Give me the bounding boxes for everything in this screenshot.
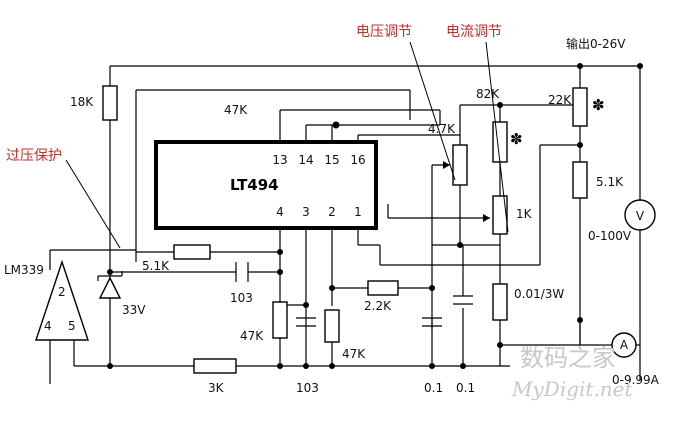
ic-pin-3: 3 bbox=[302, 205, 310, 219]
resistor-47k-top: 47K bbox=[224, 103, 248, 117]
lm339-comparator: 2 4 5 LM339 bbox=[4, 259, 89, 341]
pot-4-7k-wiper-icon bbox=[443, 161, 450, 169]
comparator-pin-5: 5 bbox=[68, 319, 76, 333]
voltage-adjust-label: 电压调节 bbox=[356, 24, 412, 40]
asterisk-22k-icon: ✽ bbox=[592, 96, 605, 114]
ic-pin-4: 4 bbox=[276, 205, 284, 219]
ic-pin-16: 16 bbox=[350, 153, 365, 167]
pot-1k-wiper-icon bbox=[483, 214, 490, 222]
ic-pin-1: 1 bbox=[354, 205, 362, 219]
annotation-overvoltage: 过压保护 bbox=[6, 148, 121, 249]
resistor-5-1k-right: 5.1K bbox=[572, 161, 624, 199]
watermark-line-2: MyDigit.net bbox=[511, 377, 634, 401]
comparator-label: LM339 bbox=[4, 263, 44, 277]
capacitor-0-1-b-label: 0.1 bbox=[456, 381, 475, 395]
voltmeter-range-label: 0-100V bbox=[588, 229, 632, 243]
annotation-current-adjust: 电流调节 bbox=[446, 24, 509, 233]
ic-name: LT494 bbox=[230, 176, 279, 194]
shunt-label: 0.01/3W bbox=[514, 287, 564, 301]
resistor-18k: 18K bbox=[70, 85, 118, 121]
resistor-47k-bottom-right: 47K bbox=[324, 309, 366, 361]
capacitor-0-1-a: 0.1 bbox=[422, 317, 443, 395]
ammeter-symbol: A bbox=[620, 338, 629, 352]
ammeter-range-label: 0-9.99A bbox=[612, 373, 660, 387]
resistor-5-1k-left: 5.1K bbox=[142, 244, 211, 273]
voltmeter: V 0-100V bbox=[588, 199, 656, 243]
ammeter: A 0-9.99A bbox=[611, 332, 660, 387]
resistor-22k: 22K ✽ bbox=[548, 87, 605, 127]
resistor-47k-top-label: 47K bbox=[224, 103, 248, 117]
asterisk-82k-icon: ✽ bbox=[510, 130, 523, 148]
resistor-5-1k-left-label: 5.1K bbox=[142, 259, 170, 273]
resistor-3k: 3K bbox=[193, 358, 237, 395]
current-adjust-label: 电流调节 bbox=[446, 24, 502, 40]
resistor-18k-label: 18K bbox=[70, 95, 94, 109]
annotation-voltage-adjust: 电压调节 bbox=[356, 24, 456, 181]
output-label: 输出0-26V bbox=[566, 36, 626, 51]
capacitor-0-1-b: 0.1 bbox=[453, 295, 475, 395]
junction-dots bbox=[107, 63, 643, 369]
pot-1k-label: 1K bbox=[516, 207, 533, 221]
comparator-pin-2: 2 bbox=[58, 285, 66, 299]
resistor-47k-bottom-left-label: 47K bbox=[240, 329, 264, 343]
resistor-22k-label: 22K bbox=[548, 93, 572, 107]
resistor-3k-label: 3K bbox=[208, 381, 225, 395]
capacitor-103-a-label: 103 bbox=[230, 291, 253, 305]
potentiometer-4-7k: 4.7K bbox=[428, 122, 468, 186]
ic-pin-15: 15 bbox=[324, 153, 339, 167]
capacitor-103-a: 103 bbox=[230, 262, 253, 305]
ic-pin-13: 13 bbox=[272, 153, 287, 167]
resistor-47k-bottom-left: 47K bbox=[240, 301, 288, 343]
voltmeter-symbol: V bbox=[636, 209, 645, 223]
ic-pin-14: 14 bbox=[298, 153, 313, 167]
capacitor-103-b: 103 bbox=[296, 317, 319, 395]
pot-4-7k-label: 4.7K bbox=[428, 122, 456, 136]
resistor-shunt: 0.01/3W bbox=[492, 283, 564, 321]
wires bbox=[49, 65, 641, 384]
resistor-82k-label: 82K bbox=[476, 87, 500, 101]
resistor-2-2k: 2.2K bbox=[364, 280, 399, 313]
zener-label: 33V bbox=[122, 303, 146, 317]
overvoltage-label: 过压保护 bbox=[6, 148, 62, 164]
capacitor-103-b-label: 103 bbox=[296, 381, 319, 395]
potentiometer-1k: 1K bbox=[483, 195, 533, 235]
comparator-pin-4: 4 bbox=[44, 319, 52, 333]
watermark-line-1: 数码之家 bbox=[520, 344, 616, 372]
lt494-ic: 13 14 15 16 LT494 4 3 2 1 bbox=[154, 140, 378, 230]
resistor-5-1k-right-label: 5.1K bbox=[596, 175, 624, 189]
resistor-47k-bottom-right-label: 47K bbox=[342, 347, 366, 361]
watermark: 数码之家 MyDigit.net bbox=[511, 344, 634, 401]
zener-diode: 33V bbox=[97, 271, 146, 317]
ic-pin-2: 2 bbox=[328, 205, 336, 219]
capacitor-0-1-a-label: 0.1 bbox=[424, 381, 443, 395]
resistor-2-2k-label: 2.2K bbox=[364, 299, 392, 313]
resistor-82k: 82K ✽ bbox=[476, 87, 523, 163]
